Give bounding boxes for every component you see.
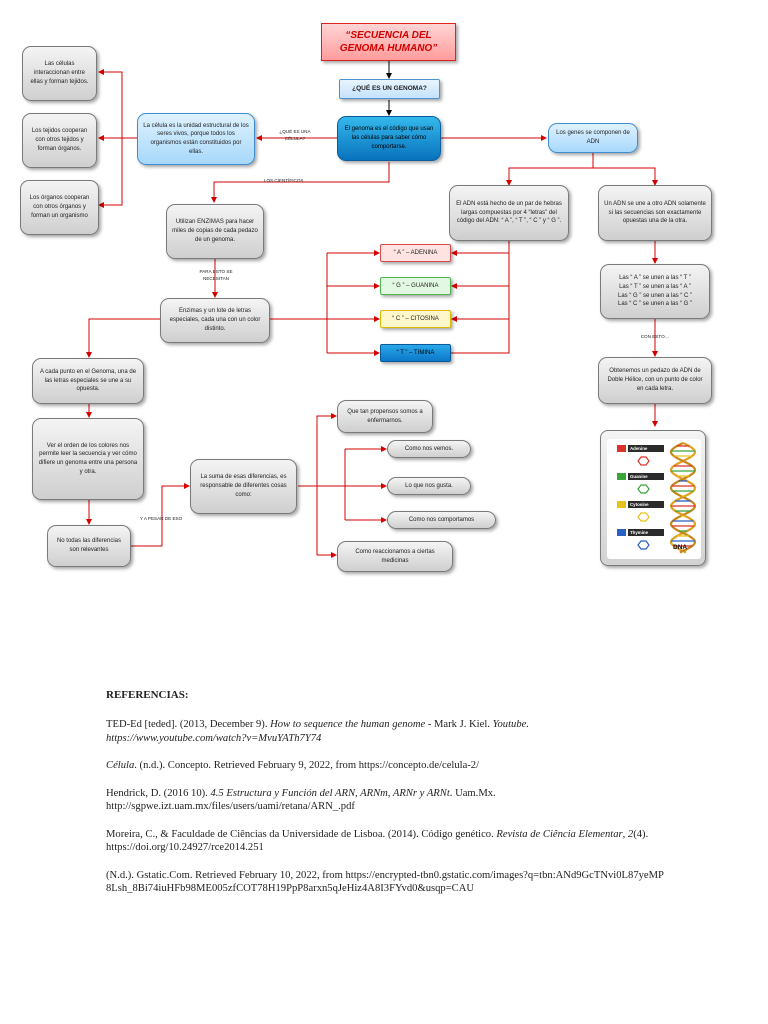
references-heading: REFERENCIAS: bbox=[106, 689, 189, 701]
ref3-title: 4.5 Estructura y Función del ARN, ARNm, … bbox=[210, 787, 450, 799]
ref1-author: TED-Ed [teded]. (2013, December 9). bbox=[106, 719, 271, 731]
key-swatch-2 bbox=[617, 501, 626, 508]
reference-2: Célula. (n.d.). Concepto. Retrieved Febr… bbox=[106, 759, 666, 773]
ref3-author: Hendrick, D. (2016 10). bbox=[106, 787, 211, 799]
ref3-source[interactable]: . Uam.Mx. http://sgpwe.izt.uam.mx/files/… bbox=[106, 787, 496, 813]
label-con-esto: CON ESTO… bbox=[640, 334, 670, 339]
reference-4: Moreira, C., & Faculdade de Ciências da … bbox=[106, 828, 666, 855]
par-t-a: Las “ T ” se unen a las “ A ” bbox=[619, 283, 691, 290]
letter-guanina: “ G ” – GUANINA bbox=[380, 277, 451, 295]
key-swatch-3 bbox=[617, 529, 626, 536]
key-molecule-3 bbox=[637, 540, 650, 550]
ref4-journal: Revista de Ciência Elementar bbox=[496, 828, 623, 840]
key-swatch-1 bbox=[617, 473, 626, 480]
node-propensos: Que tan propensos somos a enfermarnos. bbox=[337, 400, 433, 433]
par-c-g: Las “ C ” se unen a las “ G ” bbox=[617, 301, 693, 308]
node-ver-orden: Ver el orden de los colores nos permite … bbox=[32, 418, 144, 500]
node-genoma: El genoma es el código que usan las célu… bbox=[337, 116, 441, 161]
diagram-title: “SECUENCIA DEL GENOMA HUMANO” bbox=[321, 23, 456, 61]
letter-adenina: “ A ” – ADENINA bbox=[380, 244, 451, 262]
references-section: REFERENCIAS: TED-Ed [teded]. (2013, Dece… bbox=[106, 688, 666, 910]
key-molecule-0 bbox=[637, 456, 650, 466]
dna-caption: DNA bbox=[673, 544, 688, 551]
ref1-speaker: - Mark J. Kiel. bbox=[425, 719, 493, 731]
key-guanine-label: Guanine bbox=[628, 473, 664, 480]
helix-strand-1 bbox=[669, 442, 697, 554]
ref4-sep: , bbox=[622, 828, 628, 840]
node-obtenemos: Obtenemos un pedazo de ADN de Doble Héli… bbox=[598, 357, 712, 404]
node-genes: Los genes se componen de ADN bbox=[548, 123, 638, 153]
par-g-c: Las “ G ” se unen a las “ C ” bbox=[617, 292, 693, 299]
node-no-todas: No todas las diferencias son relevantes bbox=[47, 525, 131, 567]
node-tejidos: Los tejidos cooperan con otros tejidos y… bbox=[22, 113, 97, 168]
letter-citosina: “ C ” – CITOSINA bbox=[380, 310, 451, 328]
key-swatch-0 bbox=[617, 445, 626, 452]
node-enzimas-copias: Utilizan ENZIMAS para hacer miles de cop… bbox=[166, 204, 264, 259]
node-organos: Los órganos cooperan con otros órganos y… bbox=[20, 180, 99, 235]
node-suma: La suma de esas diferencias, es responsa… bbox=[190, 459, 297, 514]
question-genoma: ¿QUÉ ES UN GENOMA? bbox=[339, 79, 440, 99]
ref1-link[interactable]: Youtube. https://www.youtube.com/watch?v… bbox=[106, 719, 529, 744]
node-celula: La célula es la unidad estructural de lo… bbox=[137, 113, 255, 165]
letter-timina: “ T ” – TIMINA bbox=[380, 344, 451, 362]
node-adn-par: El ADN está hecho de un par de hebras la… bbox=[449, 185, 569, 241]
key-adenine-label: Adenine bbox=[628, 445, 664, 452]
label-para-esto: PARA ESTO SE NECESITAN bbox=[199, 269, 233, 281]
reference-3: Hendrick, D. (2016 10). 4.5 Estructura y… bbox=[106, 787, 666, 814]
node-adn-une: Un ADN se une a otro ADN solamente si la… bbox=[598, 185, 712, 241]
key-cytosine-label: Cytosine bbox=[628, 501, 664, 508]
ref4-volume: 2 bbox=[627, 828, 634, 840]
key-molecule-2 bbox=[637, 512, 650, 522]
reference-1: TED-Ed [teded]. (2013, December 9). How … bbox=[106, 718, 666, 745]
ref2-title: Célula bbox=[106, 760, 135, 772]
label-los-cientificos: LOS CIENTÍFICOS… bbox=[263, 178, 309, 183]
node-celulas-interaccionan: Las células interaccionan entre ellas y … bbox=[22, 46, 97, 101]
connector-lines bbox=[86, 61, 658, 558]
label-y-a-pesar: Y A PESAR DE ESO bbox=[139, 516, 183, 521]
node-reaccionamos: Como reaccionamos a ciertas medicinas bbox=[337, 541, 453, 572]
label-que-es-celula: ¿QUÉ ES UNA CÉLULA? bbox=[279, 129, 311, 141]
key-thymine-label: Thymine bbox=[628, 529, 664, 536]
node-comportamos: Como nos comportamos bbox=[387, 511, 496, 529]
node-cada-punto: A cada punto en el Genoma, una de las le… bbox=[32, 358, 144, 404]
node-enzimas-letras: Enzimas y un lote de letras especiales, … bbox=[160, 298, 270, 343]
key-molecule-1 bbox=[637, 484, 650, 494]
reference-5[interactable]: (N.d.). Gstatic.Com. Retrieved February … bbox=[106, 869, 664, 895]
ref2-source[interactable]: . (n.d.). Concepto. Retrieved February 9… bbox=[134, 760, 480, 772]
node-gusta: Lo que nos gusta. bbox=[387, 477, 471, 495]
ref4-author: Moreira, C., & Faculdade de Ciências da … bbox=[106, 828, 497, 840]
dna-illustration: Adenine Guanine Cytosine Thymine DNA bbox=[600, 430, 706, 566]
ref1-title: How to sequence the human genome bbox=[270, 719, 426, 731]
ref4-doi[interactable]: (4). https://doi.org/10.24927/rce2014.25… bbox=[106, 828, 649, 854]
node-vemos: Como nos vemos. bbox=[387, 440, 471, 458]
par-a-t: Las “ A ” se unen a las “ T ” bbox=[619, 275, 691, 282]
node-pares: Las “ A ” se unen a las “ T ” Las “ T ” … bbox=[600, 264, 710, 319]
